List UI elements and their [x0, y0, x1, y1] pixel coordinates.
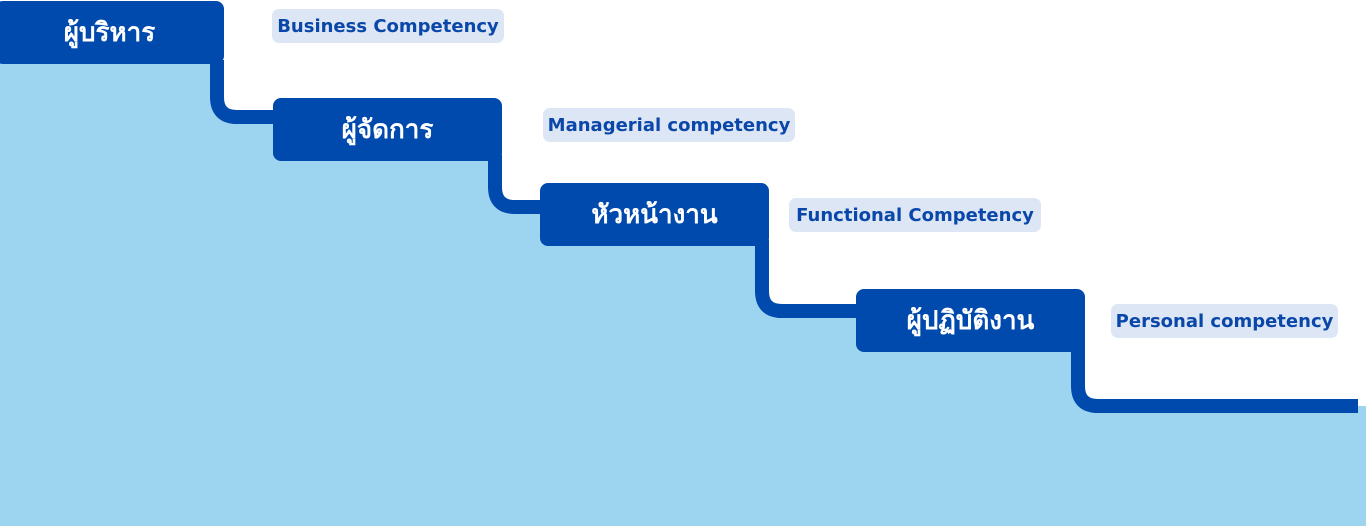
competency-label-personal: Personal competency [1111, 304, 1338, 338]
competency-label-functional: Functional Competency [789, 198, 1041, 232]
competency-label-business: Business Competency [272, 9, 504, 43]
staircase-fill [0, 60, 1366, 526]
competency-label-managerial: Managerial competency [543, 108, 795, 142]
level-box-manager: ผู้จัดการ [273, 98, 502, 161]
level-box-executive: ผู้บริหาร [0, 1, 224, 64]
level-box-operator: ผู้ปฏิบัติงาน [856, 289, 1085, 352]
staircase-line [210, 60, 1358, 413]
level-box-supervisor: หัวหน้างาน [540, 183, 769, 246]
